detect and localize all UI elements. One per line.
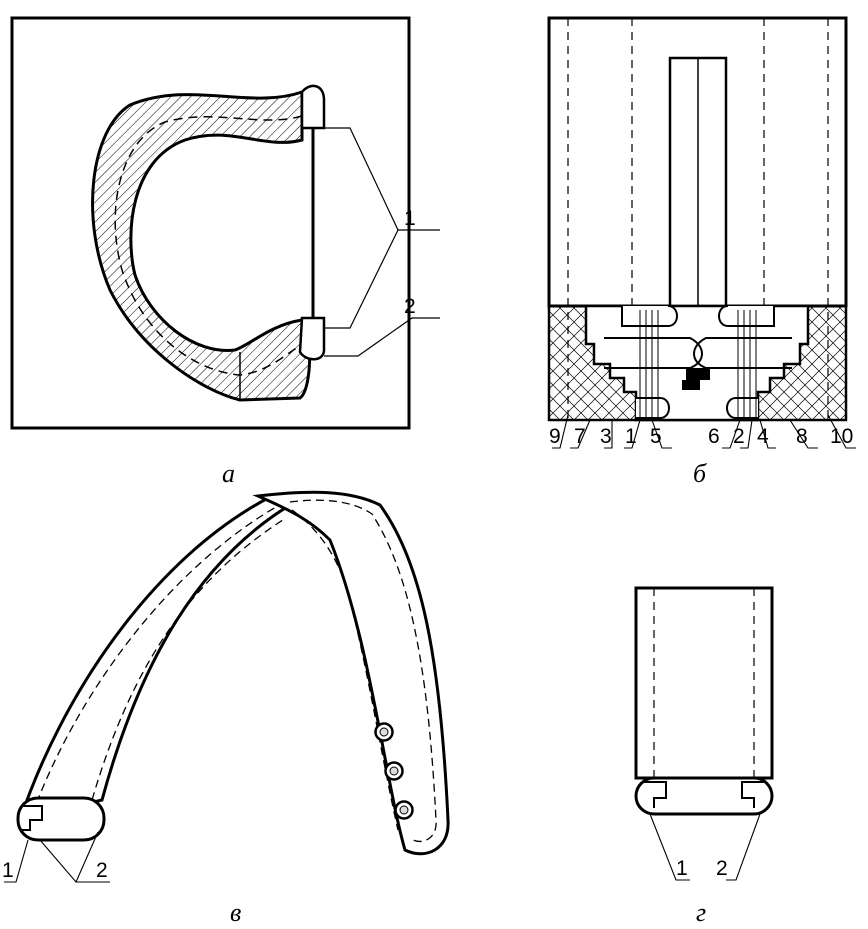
panel-b-label-4: 4 xyxy=(757,425,769,448)
panel-b: 9 7 3 1 5 6 2 4 8 10 б xyxy=(547,16,856,488)
panel-v: 1 2 в xyxy=(2,490,450,927)
panel-b-label-10: 10 xyxy=(830,425,853,448)
panel-a-label-2: 2 xyxy=(404,295,416,318)
panel-g-body xyxy=(634,586,774,780)
panel-b-right-roll-bottom xyxy=(726,397,758,419)
panel-a-leader-2 xyxy=(324,317,440,357)
panel-b-left-roll-top xyxy=(621,305,678,327)
panel-v-label-1: 1 xyxy=(2,859,14,882)
panel-b-left-fold xyxy=(604,337,703,369)
panel-g: 1 2 г xyxy=(634,586,774,927)
panel-g-label-2: 2 xyxy=(716,857,728,880)
panel-b-right-fold xyxy=(693,337,792,369)
panel-g-right-fold xyxy=(741,781,766,808)
panel-b-leaders xyxy=(552,414,856,449)
panel-b-fastener-base xyxy=(682,380,700,390)
panel-v-right-arm xyxy=(252,490,450,856)
panel-b-label-7: 7 xyxy=(574,425,586,448)
panel-v-leader-1 xyxy=(4,839,29,883)
panel-g-leader-2 xyxy=(726,813,761,881)
panel-b-label-3: 3 xyxy=(600,425,612,448)
panel-b-label-6: 6 xyxy=(708,425,720,448)
panel-b-label-9: 9 xyxy=(549,425,561,448)
panel-a: 1 2 а xyxy=(10,16,440,488)
panel-g-end-roll xyxy=(634,776,774,816)
panel-a-frame xyxy=(10,16,411,430)
panel-v-caption: в xyxy=(230,898,241,927)
panel-a-upper-end xyxy=(300,84,326,130)
panel-v-left-arm xyxy=(17,495,294,823)
panel-a-label-1: 1 xyxy=(404,207,416,230)
panel-b-label-5: 5 xyxy=(650,425,662,448)
panel-v-label-2: 2 xyxy=(96,859,108,882)
panel-v-end-fold xyxy=(20,805,43,831)
panel-b-caption: б xyxy=(693,459,707,488)
panel-a-lower-end xyxy=(298,316,326,361)
panel-a-leader-1a xyxy=(324,127,440,231)
panel-b-right-roll-top xyxy=(718,305,775,327)
panel-v-leader-2b xyxy=(75,831,99,883)
panel-a-seam xyxy=(114,115,303,376)
panel-v-left-arm-seam xyxy=(31,506,277,816)
panel-g-left-fold xyxy=(642,781,667,808)
panel-b-fastener-head xyxy=(686,368,710,380)
panel-v-right-arm-seam-outer xyxy=(289,499,437,843)
panel-a-handle xyxy=(91,89,312,402)
panel-g-label-1: 1 xyxy=(676,857,688,880)
panel-b-label-8: 8 xyxy=(796,425,808,448)
panel-b-stitch-lines xyxy=(639,310,757,420)
panel-g-caption: г xyxy=(696,898,706,927)
panel-v-left-arm-seam-inner xyxy=(91,517,287,801)
panel-b-label-1: 1 xyxy=(625,425,637,448)
panel-a-caption: а xyxy=(222,459,235,488)
panel-v-end-roll xyxy=(16,796,106,842)
panel-b-label-2: 2 xyxy=(733,425,745,448)
panel-g-leader-1 xyxy=(649,813,690,881)
panel-a-leader-1b xyxy=(324,229,399,329)
panel-v-holes xyxy=(374,722,414,820)
